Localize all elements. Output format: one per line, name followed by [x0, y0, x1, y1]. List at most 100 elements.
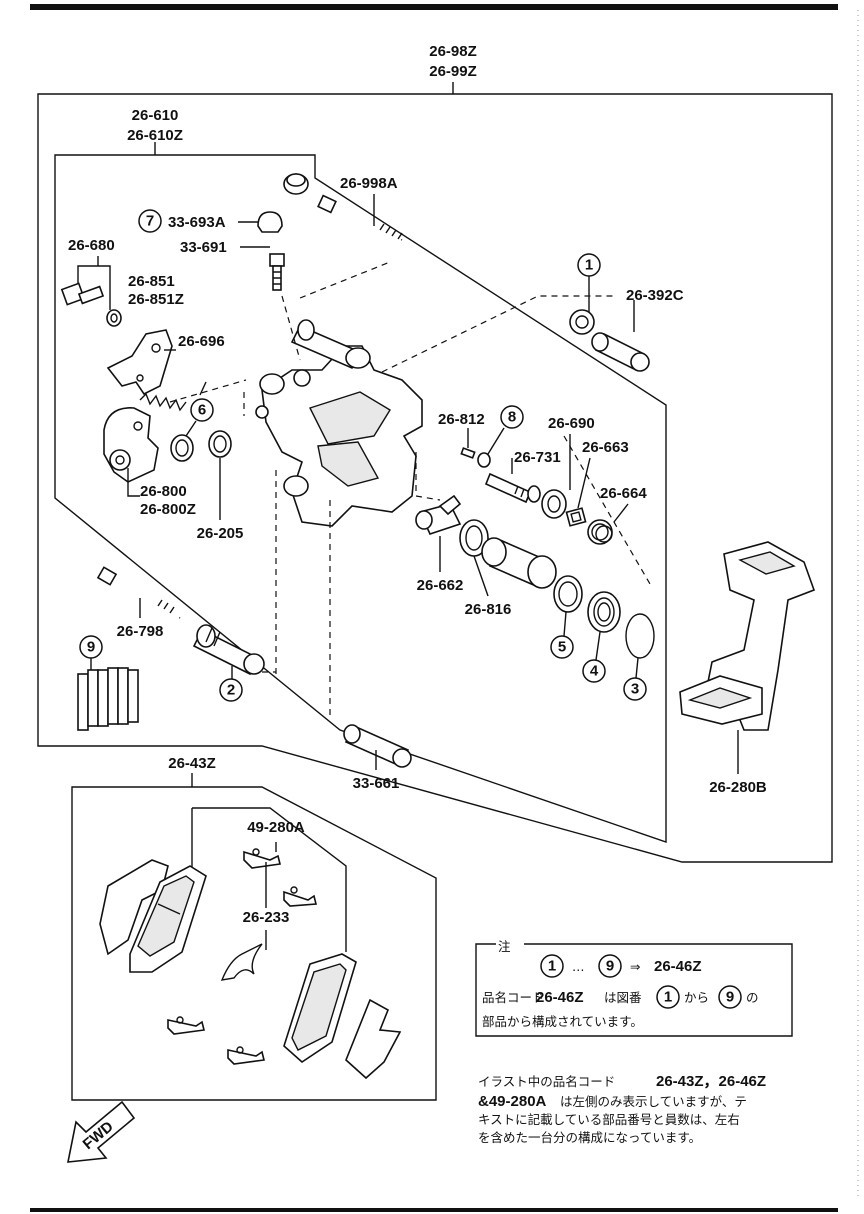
label-26-98Z: 26-98Z [429, 43, 477, 60]
callout-7-text: 7 [146, 213, 154, 230]
label-26-851Z: 26-851Z [128, 291, 184, 308]
label-26-233: 26-233 [243, 909, 290, 926]
bracket-26-696-part [106, 329, 173, 396]
label-26-99Z: 26-99Z [429, 63, 477, 80]
label-26-812: 26-812 [438, 411, 485, 428]
callout-6 [190, 398, 214, 422]
label-26-663: 26-663 [582, 439, 629, 456]
note-line3: 部品から構成されています。 [482, 1014, 643, 1029]
label-26-731: 26-731 [514, 449, 561, 466]
label-26-800Z: 26-800Z [140, 501, 196, 518]
note-line2-c: から [684, 990, 709, 1005]
o-ring-8-part [477, 452, 491, 468]
parking-lever-26-800-part [103, 407, 159, 483]
label-33-693A: 33-693A [168, 214, 226, 231]
caliper-frame [54, 154, 667, 843]
callout-1-text: 1 [585, 257, 593, 274]
callout-5-text: 5 [558, 639, 566, 656]
label-26-690: 26-690 [548, 415, 595, 432]
label-26-43Z: 26-43Z [168, 755, 216, 772]
ring-3-part [625, 613, 655, 659]
bolt-26-798-part [96, 566, 181, 620]
note-line2-circle-9: 9 [726, 989, 734, 1006]
note-line2-d: の [746, 990, 759, 1005]
callout-8-text: 8 [508, 409, 516, 426]
pads-frame [71, 786, 437, 1101]
callout-3 [623, 677, 647, 701]
label-26-392C: 26-392C [626, 287, 684, 304]
clip-26-663-part [565, 507, 587, 527]
note-title: 注 [498, 939, 511, 954]
inner-shim-part [345, 998, 402, 1080]
label-26-664: 26-664 [600, 485, 647, 502]
return-spring-part [139, 381, 207, 412]
label-26-998A: 26-998A [340, 175, 398, 192]
callout-4-text: 4 [590, 663, 599, 680]
callout-4 [582, 659, 606, 683]
piston-part [481, 537, 557, 589]
callout-9-text: 9 [87, 639, 95, 656]
sleeve-26-662-part [415, 494, 462, 535]
bleeder-screw-part [269, 253, 285, 291]
footnote-line3: キストに記載している部品番号と員数は、左右 [478, 1112, 740, 1127]
label-26-851: 26-851 [128, 273, 175, 290]
note-circle-9: 9 [606, 958, 614, 975]
snap-ring-26-816-part [459, 519, 489, 557]
dust-cap-part [283, 173, 309, 195]
note-range-sep: … [572, 959, 585, 974]
caliper-body-part [255, 345, 423, 527]
clip-upper-part [243, 848, 281, 869]
footnote: イラスト中の品名コード 26-43Z，26-46Z &49-280A は左側のみ… [478, 1073, 766, 1145]
outer-shim-part [99, 859, 169, 956]
callout-2-text: 2 [227, 682, 235, 699]
mounting-bracket-26-280B-part [679, 541, 816, 731]
dust-boot-4-part [587, 591, 621, 633]
brake-pad-left-part [129, 865, 207, 973]
footnote-line1-a: イラスト中の品名コード [478, 1074, 615, 1089]
label-33-691: 33-691 [180, 239, 227, 256]
adjuster-rod-26-731-part [484, 472, 541, 504]
label-26-610: 26-610 [132, 107, 179, 124]
top-rule [30, 4, 838, 10]
footnote-line1-codes: 26-43Z，26-46Z [656, 1073, 766, 1090]
spring-26-664-part [587, 519, 613, 545]
note-line2-a: 品名コード [482, 990, 545, 1005]
pin-33-661-part [343, 724, 412, 768]
bleeder-cap-part [257, 211, 283, 233]
clip-lower-right-part [227, 1046, 265, 1065]
clip-mid-part [283, 886, 318, 907]
callout-8 [500, 405, 524, 429]
bolt-26-998A-part [317, 194, 403, 242]
label-26-205: 26-205 [197, 525, 244, 542]
pin-26-812-part [460, 447, 476, 459]
note-kit-code: 26-46Z [654, 958, 702, 975]
footnote-line2-code: &49-280A [478, 1093, 547, 1110]
label-33-661: 33-661 [353, 775, 400, 792]
label-26-280B: 26-280B [709, 779, 767, 796]
label-26-798: 26-798 [117, 623, 164, 640]
fwd-arrow-icon: FWD [67, 1100, 136, 1163]
label-26-816: 26-816 [465, 601, 512, 618]
bolt-26-680-part [60, 282, 105, 306]
washer-26-851-part [106, 309, 122, 327]
wear-indicator-26-233-part [220, 943, 263, 981]
note-line2-b: は図番 [604, 990, 642, 1005]
boot-6-part [170, 434, 194, 462]
note-line2-code: 26-46Z [536, 989, 584, 1006]
brake-pad-right-part [283, 953, 357, 1064]
label-26-800: 26-800 [140, 483, 187, 500]
piston-seal-5-part [553, 575, 583, 613]
seal-26-205-part [208, 430, 232, 458]
callout-2 [219, 678, 243, 702]
pad-kit-9-part [77, 667, 139, 731]
note-arrow: ⇒ [630, 959, 640, 974]
sleeve-26-392C-part [591, 332, 650, 372]
guide-pin-upper-part [290, 319, 371, 370]
clip-lower-left-part [167, 1016, 205, 1035]
callout-6-text: 6 [198, 402, 206, 419]
callout-7 [138, 209, 162, 233]
label-49-280A: 49-280A [247, 819, 305, 836]
note-line2-circle-1: 1 [664, 989, 672, 1006]
footnote-line4: を含めた一台分の構成になっています。 [478, 1130, 701, 1145]
